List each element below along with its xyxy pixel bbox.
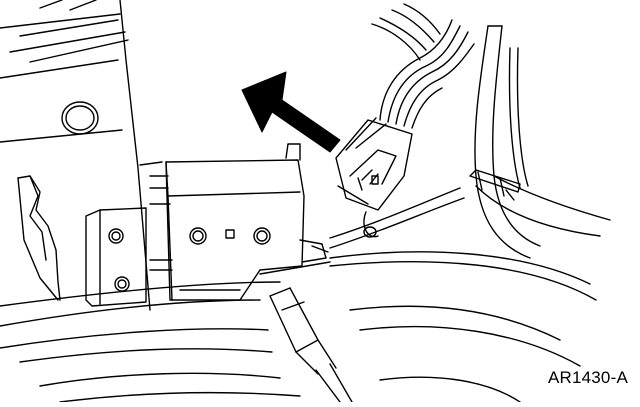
right-harness-loom bbox=[329, 25, 611, 259]
lower-harness-cable bbox=[269, 287, 353, 403]
pointer-arrow bbox=[241, 71, 341, 153]
body-panel-upper-left bbox=[0, 0, 129, 63]
connector-wires bbox=[371, 3, 475, 129]
electrical-connector bbox=[335, 117, 413, 238]
figure-id-label: AR1430-A bbox=[547, 368, 628, 387]
cable-tie-clip bbox=[469, 169, 521, 201]
lower-mounting-plate bbox=[85, 207, 147, 307]
mounting-bracket bbox=[0, 0, 163, 311]
control-module-block bbox=[149, 143, 329, 301]
floor-wiring bbox=[0, 251, 597, 403]
